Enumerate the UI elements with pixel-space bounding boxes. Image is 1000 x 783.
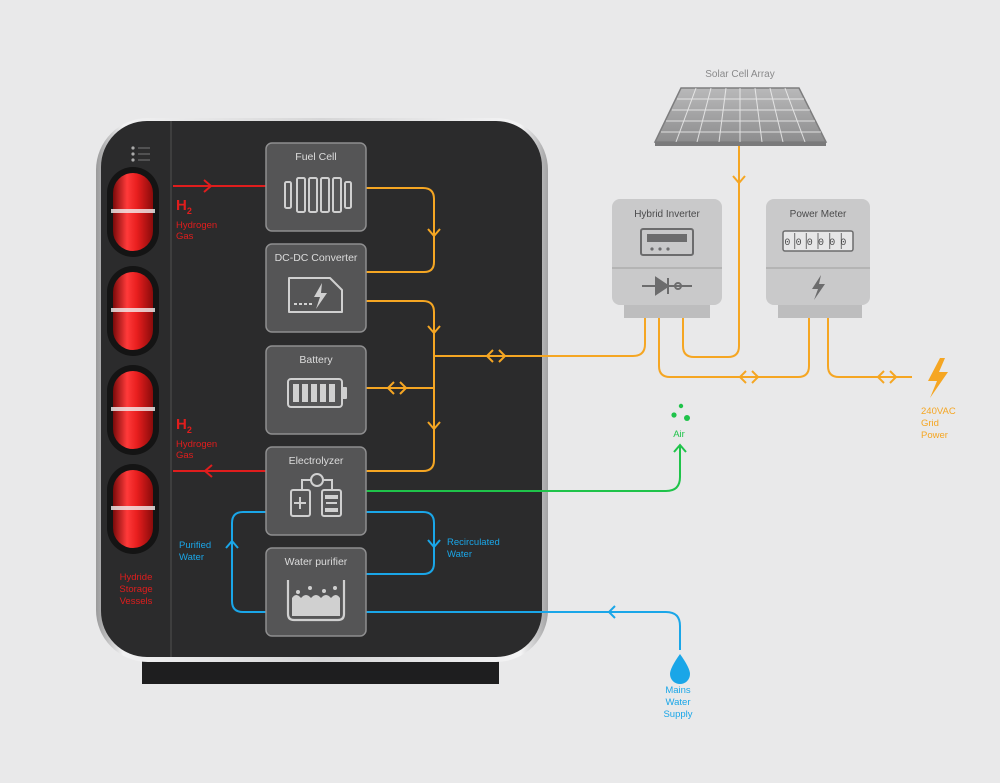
recirculated-line2: Water bbox=[447, 549, 472, 560]
hydrogen-gas-top-line2: Gas bbox=[176, 231, 194, 242]
h2-subscript: 2 bbox=[187, 206, 192, 216]
capsule-4 bbox=[107, 464, 159, 554]
h2-symbol-bottom: H bbox=[176, 416, 187, 433]
power-flow bbox=[366, 146, 912, 472]
water-flow bbox=[225, 511, 681, 650]
hydride-storage-vessels bbox=[107, 167, 159, 554]
solar-panel-icon bbox=[653, 87, 828, 146]
fuel-cell-label: Fuel Cell bbox=[295, 151, 336, 163]
capsule-1 bbox=[107, 167, 159, 257]
water-purifier-label: Water purifier bbox=[285, 556, 348, 568]
grid-bolt-icon bbox=[928, 358, 948, 398]
battery-label: Battery bbox=[299, 354, 333, 366]
mains-line1: Mains bbox=[665, 685, 691, 696]
battery-icon bbox=[287, 378, 347, 408]
meter-bolt-icon bbox=[812, 275, 825, 300]
status-indicator-icon bbox=[131, 146, 150, 162]
capsule-3 bbox=[107, 365, 159, 455]
dcdc-converter-label: DC-DC Converter bbox=[275, 252, 358, 264]
solar-label: Solar Cell Array bbox=[705, 69, 774, 80]
water-purifier-module: Water purifier bbox=[265, 547, 367, 637]
meter-label: Power Meter bbox=[790, 209, 847, 220]
svg-text:H2: H2 bbox=[176, 197, 192, 216]
water-drop-icon bbox=[670, 654, 690, 684]
grid-line3: Power bbox=[921, 430, 948, 441]
purifier-tank-icon bbox=[286, 580, 346, 622]
purified-water-label: Purified Water bbox=[179, 540, 211, 563]
power-meter: Power Meter 000000 bbox=[766, 199, 870, 318]
grid-line1: 240VAC bbox=[921, 406, 956, 417]
h2-symbol: H bbox=[176, 197, 187, 214]
grid-line2: Grid bbox=[921, 418, 939, 429]
hydrogen-gas-bottom-line1: Hydrogen bbox=[176, 439, 217, 450]
solar-cell-array: Solar Cell Array bbox=[653, 69, 828, 146]
meter-reading: 000000 bbox=[784, 238, 851, 249]
storage-line3: Vessels bbox=[120, 596, 153, 607]
storage-label: Hydride Storage Vessels bbox=[119, 572, 152, 607]
air-label: Air bbox=[673, 429, 685, 440]
air-flow bbox=[366, 443, 687, 492]
h2-subscript-bottom: 2 bbox=[187, 425, 192, 435]
air-bubbles-icon bbox=[671, 403, 690, 421]
capsule-2 bbox=[107, 266, 159, 356]
hydrogen-label-bottom: H2 Hydrogen Gas bbox=[176, 416, 217, 461]
storage-line2: Storage bbox=[119, 584, 152, 595]
meter-display: 000000 bbox=[782, 230, 854, 252]
mains-line2: Water bbox=[666, 697, 691, 708]
air-output: Air bbox=[671, 403, 690, 440]
purified-line1: Purified bbox=[179, 540, 211, 551]
mains-line3: Supply bbox=[663, 709, 692, 720]
fuel-cell-module: Fuel Cell bbox=[265, 142, 367, 232]
purified-line2: Water bbox=[179, 552, 204, 563]
storage-line1: Hydride bbox=[120, 572, 153, 583]
mains-water-supply: Mains Water Supply bbox=[663, 654, 693, 720]
grid-power: 240VAC Grid Power bbox=[921, 358, 956, 441]
electrolyzer-icon bbox=[290, 473, 342, 517]
hydrogen-gas-bottom-line2: Gas bbox=[176, 450, 194, 461]
inverter-label: Hybrid Inverter bbox=[634, 209, 700, 220]
dcdc-converter-module: DC-DC Converter bbox=[265, 243, 367, 333]
electrolyzer-module: Electrolyzer bbox=[265, 446, 367, 536]
svg-text:H2: H2 bbox=[176, 416, 192, 435]
recirculated-water-label: Recirculated Water bbox=[447, 537, 500, 560]
converter-bolt-icon bbox=[288, 277, 343, 313]
inverter-display-icon bbox=[640, 228, 694, 256]
hybrid-inverter: Hybrid Inverter bbox=[612, 199, 722, 318]
hydrogen-label-top: H2 Hydrogen Gas bbox=[176, 197, 217, 242]
hydrogen-gas-top-line1: Hydrogen bbox=[176, 220, 217, 231]
inverter-symbol-icon bbox=[642, 276, 692, 296]
electrolyzer-label: Electrolyzer bbox=[289, 455, 344, 467]
recirculated-line1: Recirculated bbox=[447, 537, 500, 548]
hydrogen-flow bbox=[173, 179, 266, 478]
battery-module: Battery bbox=[265, 345, 367, 435]
fuel-cell-stack-icon bbox=[284, 177, 352, 213]
